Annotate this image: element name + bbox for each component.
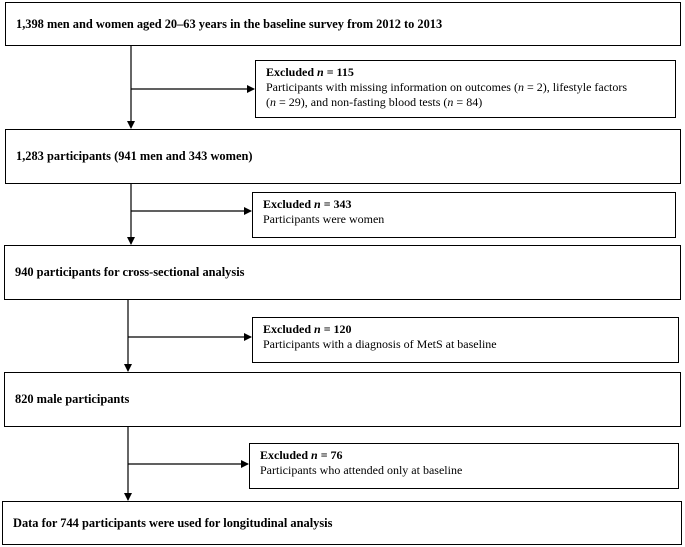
main-box-2: 1,283 participants (941 men and 343 wome… bbox=[5, 129, 681, 184]
n-symbol: n bbox=[447, 95, 454, 109]
text-segment: Participants were women bbox=[263, 212, 385, 226]
excluded-box-4: Excluded n = 76 Participants who attende… bbox=[249, 443, 679, 489]
text-segment: Participants who attended only at baseli… bbox=[260, 463, 463, 477]
excluded-box-2: Excluded n = 343 Participants were women bbox=[252, 192, 676, 238]
excluded-heading: Excluded n = 76 bbox=[260, 448, 343, 462]
excluded-heading: Excluded n = 343 bbox=[263, 197, 352, 211]
n-symbol: n bbox=[314, 322, 321, 336]
text-segment: = 29), and non-fasting blood tests ( bbox=[276, 95, 448, 109]
main-box-4: 820 male participants bbox=[4, 372, 681, 427]
excluded-count: 120 bbox=[333, 322, 352, 336]
excluded-detail-line: Participants were women bbox=[263, 212, 665, 227]
excluded-box-1: Excluded n = 115 Participants with missi… bbox=[255, 60, 676, 118]
excluded-label: Excluded bbox=[260, 448, 309, 462]
main-box-3: 940 participants for cross-sectional ana… bbox=[4, 245, 681, 300]
n-symbol: n bbox=[314, 197, 321, 211]
main-box-5: Data for 744 participants were used for … bbox=[2, 501, 682, 545]
main-box-1-text: 1,398 men and women aged 20–63 years in … bbox=[16, 16, 443, 31]
text-segment: = 84) bbox=[453, 95, 483, 109]
n-symbol: n bbox=[311, 448, 318, 462]
excluded-heading: Excluded n = 115 bbox=[266, 65, 354, 79]
excluded-detail-line: Participants with a diagnosis of MetS at… bbox=[263, 337, 668, 352]
main-box-2-text: 1,283 participants (941 men and 343 wome… bbox=[16, 149, 253, 163]
text-segment: Participants with missing information on… bbox=[266, 80, 518, 94]
excluded-label: Excluded bbox=[263, 197, 312, 211]
excluded-detail: Participants were women bbox=[263, 212, 665, 227]
text-segment: = 2), lifestyle factors bbox=[523, 80, 628, 94]
excluded-detail: Participants who attended only at baseli… bbox=[260, 463, 668, 478]
n-symbol: n bbox=[270, 95, 276, 109]
main-box-5-text: Data for 744 participants were used for … bbox=[13, 515, 333, 530]
excluded-box-3: Excluded n = 120 Participants with a dia… bbox=[252, 317, 679, 363]
excluded-detail: Participants with missing information on… bbox=[266, 80, 665, 110]
n-symbol: n bbox=[517, 80, 524, 94]
text-segment: ( bbox=[266, 95, 270, 109]
excluded-label: Excluded bbox=[263, 322, 312, 336]
excluded-heading: Excluded n = 120 bbox=[263, 322, 352, 336]
excluded-detail-line: Participants who attended only at baseli… bbox=[260, 463, 668, 478]
excluded-detail: Participants with a diagnosis of MetS at… bbox=[263, 337, 668, 352]
main-box-1: 1,398 men and women aged 20–63 years in … bbox=[5, 2, 681, 46]
excluded-detail-line: (n = 29), and non-fasting blood tests (n… bbox=[266, 95, 665, 110]
main-box-3-text: 940 participants for cross-sectional ana… bbox=[15, 265, 245, 279]
excluded-count: 115 bbox=[336, 65, 354, 79]
n-symbol: n bbox=[317, 65, 324, 79]
excluded-count: 76 bbox=[330, 448, 343, 462]
excluded-label: Excluded bbox=[266, 65, 315, 79]
excluded-count: 343 bbox=[333, 197, 352, 211]
text-segment: Participants with a diagnosis of MetS at… bbox=[263, 337, 497, 351]
main-box-4-text: 820 male participants bbox=[15, 392, 130, 406]
excluded-detail-line: Participants with missing information on… bbox=[266, 80, 665, 95]
